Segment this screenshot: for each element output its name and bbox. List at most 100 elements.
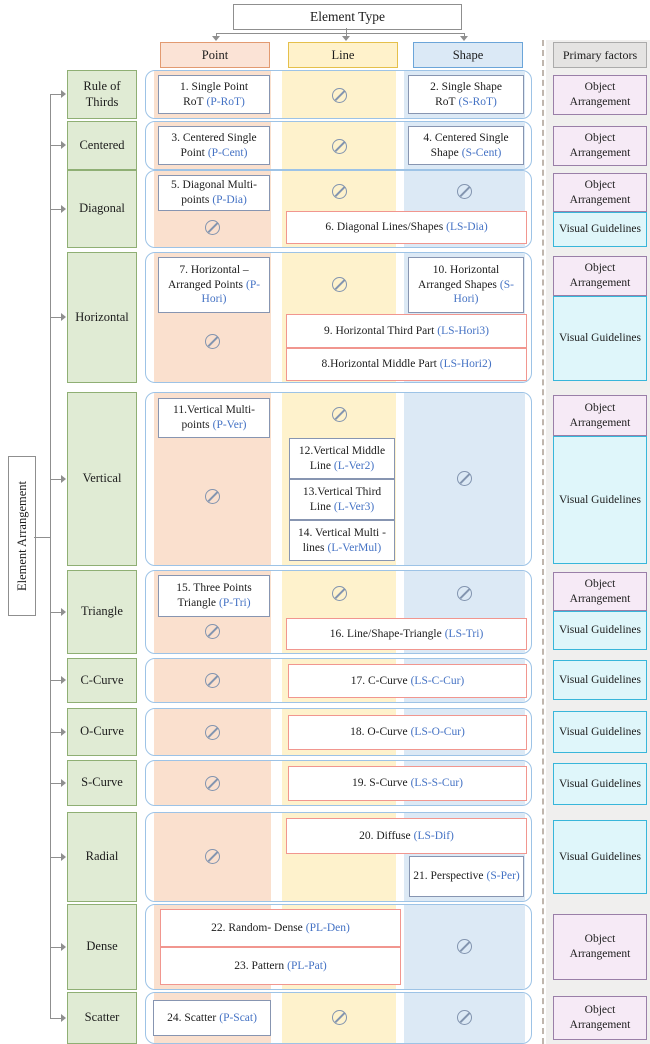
arrow-right-rot-icon [61, 90, 66, 98]
not-applicable-icon [457, 1010, 472, 1025]
row-radial: 20. Diffuse(LS-Dif) 21. Perspective(S-Pe… [145, 812, 532, 902]
cell-23-pattern: 23. Pattern(PL-Pat) [160, 947, 401, 985]
category-c-curve: C-Curve [67, 658, 137, 703]
not-applicable-icon [205, 489, 220, 504]
arrow-right-ver-icon [61, 475, 66, 483]
cell-16-line-shape-triangle: 16. Line/Shape-Triangle(LS-Tri) [286, 618, 527, 650]
cell-8-horizontal-middle-part: 8.Horizontal Middle Part(LS-Hori2) [286, 348, 527, 381]
row-s-curve: 19. S-Curve(LS-S-Cur) [145, 760, 532, 806]
element-type-label: Element Type [310, 9, 385, 24]
factor-tri-object-arrangement: Object Arrangement [553, 572, 647, 611]
cell-6-diagonal-lines-shapes: 6. Diagonal Lines/Shapes(LS-Dia) [286, 211, 527, 244]
row-vertical: 11.Vertical Multi-points(P-Ver) 12.Verti… [145, 392, 532, 566]
branch-ocur [50, 732, 62, 733]
cell-13-vertical-third-line: 13.Vertical Third Line(L-Ver3) [289, 479, 395, 520]
branch-ccur [50, 680, 62, 681]
cell-3-centered-single-point: 3. Centered Single Point(P-Cent) [158, 126, 270, 165]
branch-scat [50, 1018, 62, 1019]
category-scatter: Scatter [67, 992, 137, 1044]
cell-7-horizontal-arranged-points: 7. Horizontal – Arranged Points(P-Hori) [158, 257, 270, 313]
category-centered: Centered [67, 121, 137, 170]
arrow-down-point-icon [212, 36, 220, 41]
category-vertical: Vertical [67, 392, 137, 566]
branch-ver [50, 479, 62, 480]
not-applicable-icon [332, 184, 347, 199]
factor-dia-visual-guidelines: Visual Guidelines [553, 212, 647, 247]
branch-tri [50, 612, 62, 613]
cell-9-horizontal-third-part: 9. Horizontal Third Part(LS-Hori3) [286, 314, 527, 348]
row-horizontal: 7. Horizontal – Arranged Points(P-Hori) … [145, 252, 532, 383]
cell-14-vertical-multilines: 14. Vertical Multi -lines(L-VerMul) [289, 520, 395, 561]
row-scatter: 24. Scatter(P-Scat) [145, 992, 532, 1044]
cell-15-three-points-triangle: 15. Three Points Triangle(P-Tri) [158, 575, 270, 617]
row-o-curve: 18. O-Curve(LS-O-Cur) [145, 708, 532, 756]
cell-4-centered-single-shape: 4. Centered Single Shape(S-Cent) [408, 126, 524, 165]
branch-hori [50, 317, 62, 318]
category-s-curve: S-Curve [67, 760, 137, 806]
arrow-right-rad-icon [61, 853, 66, 861]
branch-den [50, 947, 62, 948]
not-applicable-icon [332, 88, 347, 103]
factor-ver-visual-guidelines: Visual Guidelines [553, 436, 647, 564]
not-applicable-icon [205, 334, 220, 349]
not-applicable-icon [332, 586, 347, 601]
factor-ocur-visual-guidelines: Visual Guidelines [553, 711, 647, 753]
arrow-right-ocur-icon [61, 728, 66, 736]
not-applicable-icon [205, 673, 220, 688]
factor-cent-object-arrangement: Object Arrangement [553, 126, 647, 166]
cell-11-vertical-multipoints: 11.Vertical Multi-points(P-Ver) [158, 398, 270, 438]
factor-scat-object-arrangement: Object Arrangement [553, 996, 647, 1040]
dashed-divider [542, 40, 544, 1044]
cell-24-scatter: 24. Scatter(P-Scat) [153, 1000, 271, 1036]
column-header-shape: Shape [413, 42, 523, 68]
cell-10-horizontal-arranged-shapes: 10. Horizontal Arranged Shapes(S-Hori) [408, 257, 524, 313]
not-applicable-icon [205, 220, 220, 235]
not-applicable-icon [457, 939, 472, 954]
branch-rad [50, 857, 62, 858]
arrow-right-dia-icon [61, 205, 66, 213]
cell-19-s-curve: 19. S-Curve(LS-S-Cur) [288, 766, 527, 801]
factor-den-object-arrangement: Object Arrangement [553, 914, 647, 980]
arrow-right-den-icon [61, 943, 66, 951]
row-diagonal: 5. Diagonal Multi-points(P-Dia) 6. Diago… [145, 170, 532, 248]
cell-17-c-curve: 17. C-Curve(LS-C-Cur) [288, 664, 527, 698]
element-type-box: Element Type [233, 4, 462, 30]
cell-18-o-curve: 18. O-Curve(LS-O-Cur) [288, 715, 527, 750]
connector-ea-hline [34, 537, 50, 538]
factor-dia-object-arrangement: Object Arrangement [553, 173, 647, 212]
arrow-right-scat-icon [61, 1014, 66, 1022]
arrow-right-ccur-icon [61, 676, 66, 684]
cell-2-single-shape-rot: 2. Single Shape RoT(S-RoT) [408, 75, 524, 114]
not-applicable-icon [205, 849, 220, 864]
factor-ccur-visual-guidelines: Visual Guidelines [553, 660, 647, 700]
row-dense: 22. Random- Dense(PL-Den) 23. Pattern(PL… [145, 904, 532, 990]
connector-point-stub [216, 33, 217, 37]
not-applicable-icon [457, 471, 472, 486]
arrow-right-hori-icon [61, 313, 66, 321]
row-rule-of-thirds: 1. Single Point RoT(P-RoT) 2. Single Sha… [145, 70, 532, 119]
cell-21-perspective: 21. Perspective(S-Per) [409, 856, 524, 897]
branch-cent [50, 145, 62, 146]
arrow-down-line-icon [342, 36, 350, 41]
not-applicable-icon [205, 725, 220, 740]
connector-columns-hline [216, 33, 464, 34]
branch-dia [50, 209, 62, 210]
cell-12-vertical-middle-line: 12.Vertical Middle Line(L-Ver2) [289, 438, 395, 479]
branch-scur [50, 783, 62, 784]
factor-scur-visual-guidelines: Visual Guidelines [553, 763, 647, 805]
not-applicable-icon [332, 139, 347, 154]
cell-20-diffuse: 20. Diffuse(LS-Dif) [286, 818, 527, 854]
factor-hori-object-arrangement: Object Arrangement [553, 256, 647, 296]
category-o-curve: O-Curve [67, 708, 137, 756]
factor-hori-visual-guidelines: Visual Guidelines [553, 296, 647, 381]
not-applicable-icon [205, 624, 220, 639]
factor-rad-visual-guidelines: Visual Guidelines [553, 820, 647, 894]
not-applicable-icon [332, 1010, 347, 1025]
connector-shape-stub [464, 33, 465, 37]
cell-22-random-dense: 22. Random- Dense(PL-Den) [160, 909, 401, 947]
connector-elementtype-stub [346, 28, 347, 33]
factor-tri-visual-guidelines: Visual Guidelines [553, 611, 647, 650]
category-radial: Radial [67, 812, 137, 902]
category-dense: Dense [67, 904, 137, 990]
